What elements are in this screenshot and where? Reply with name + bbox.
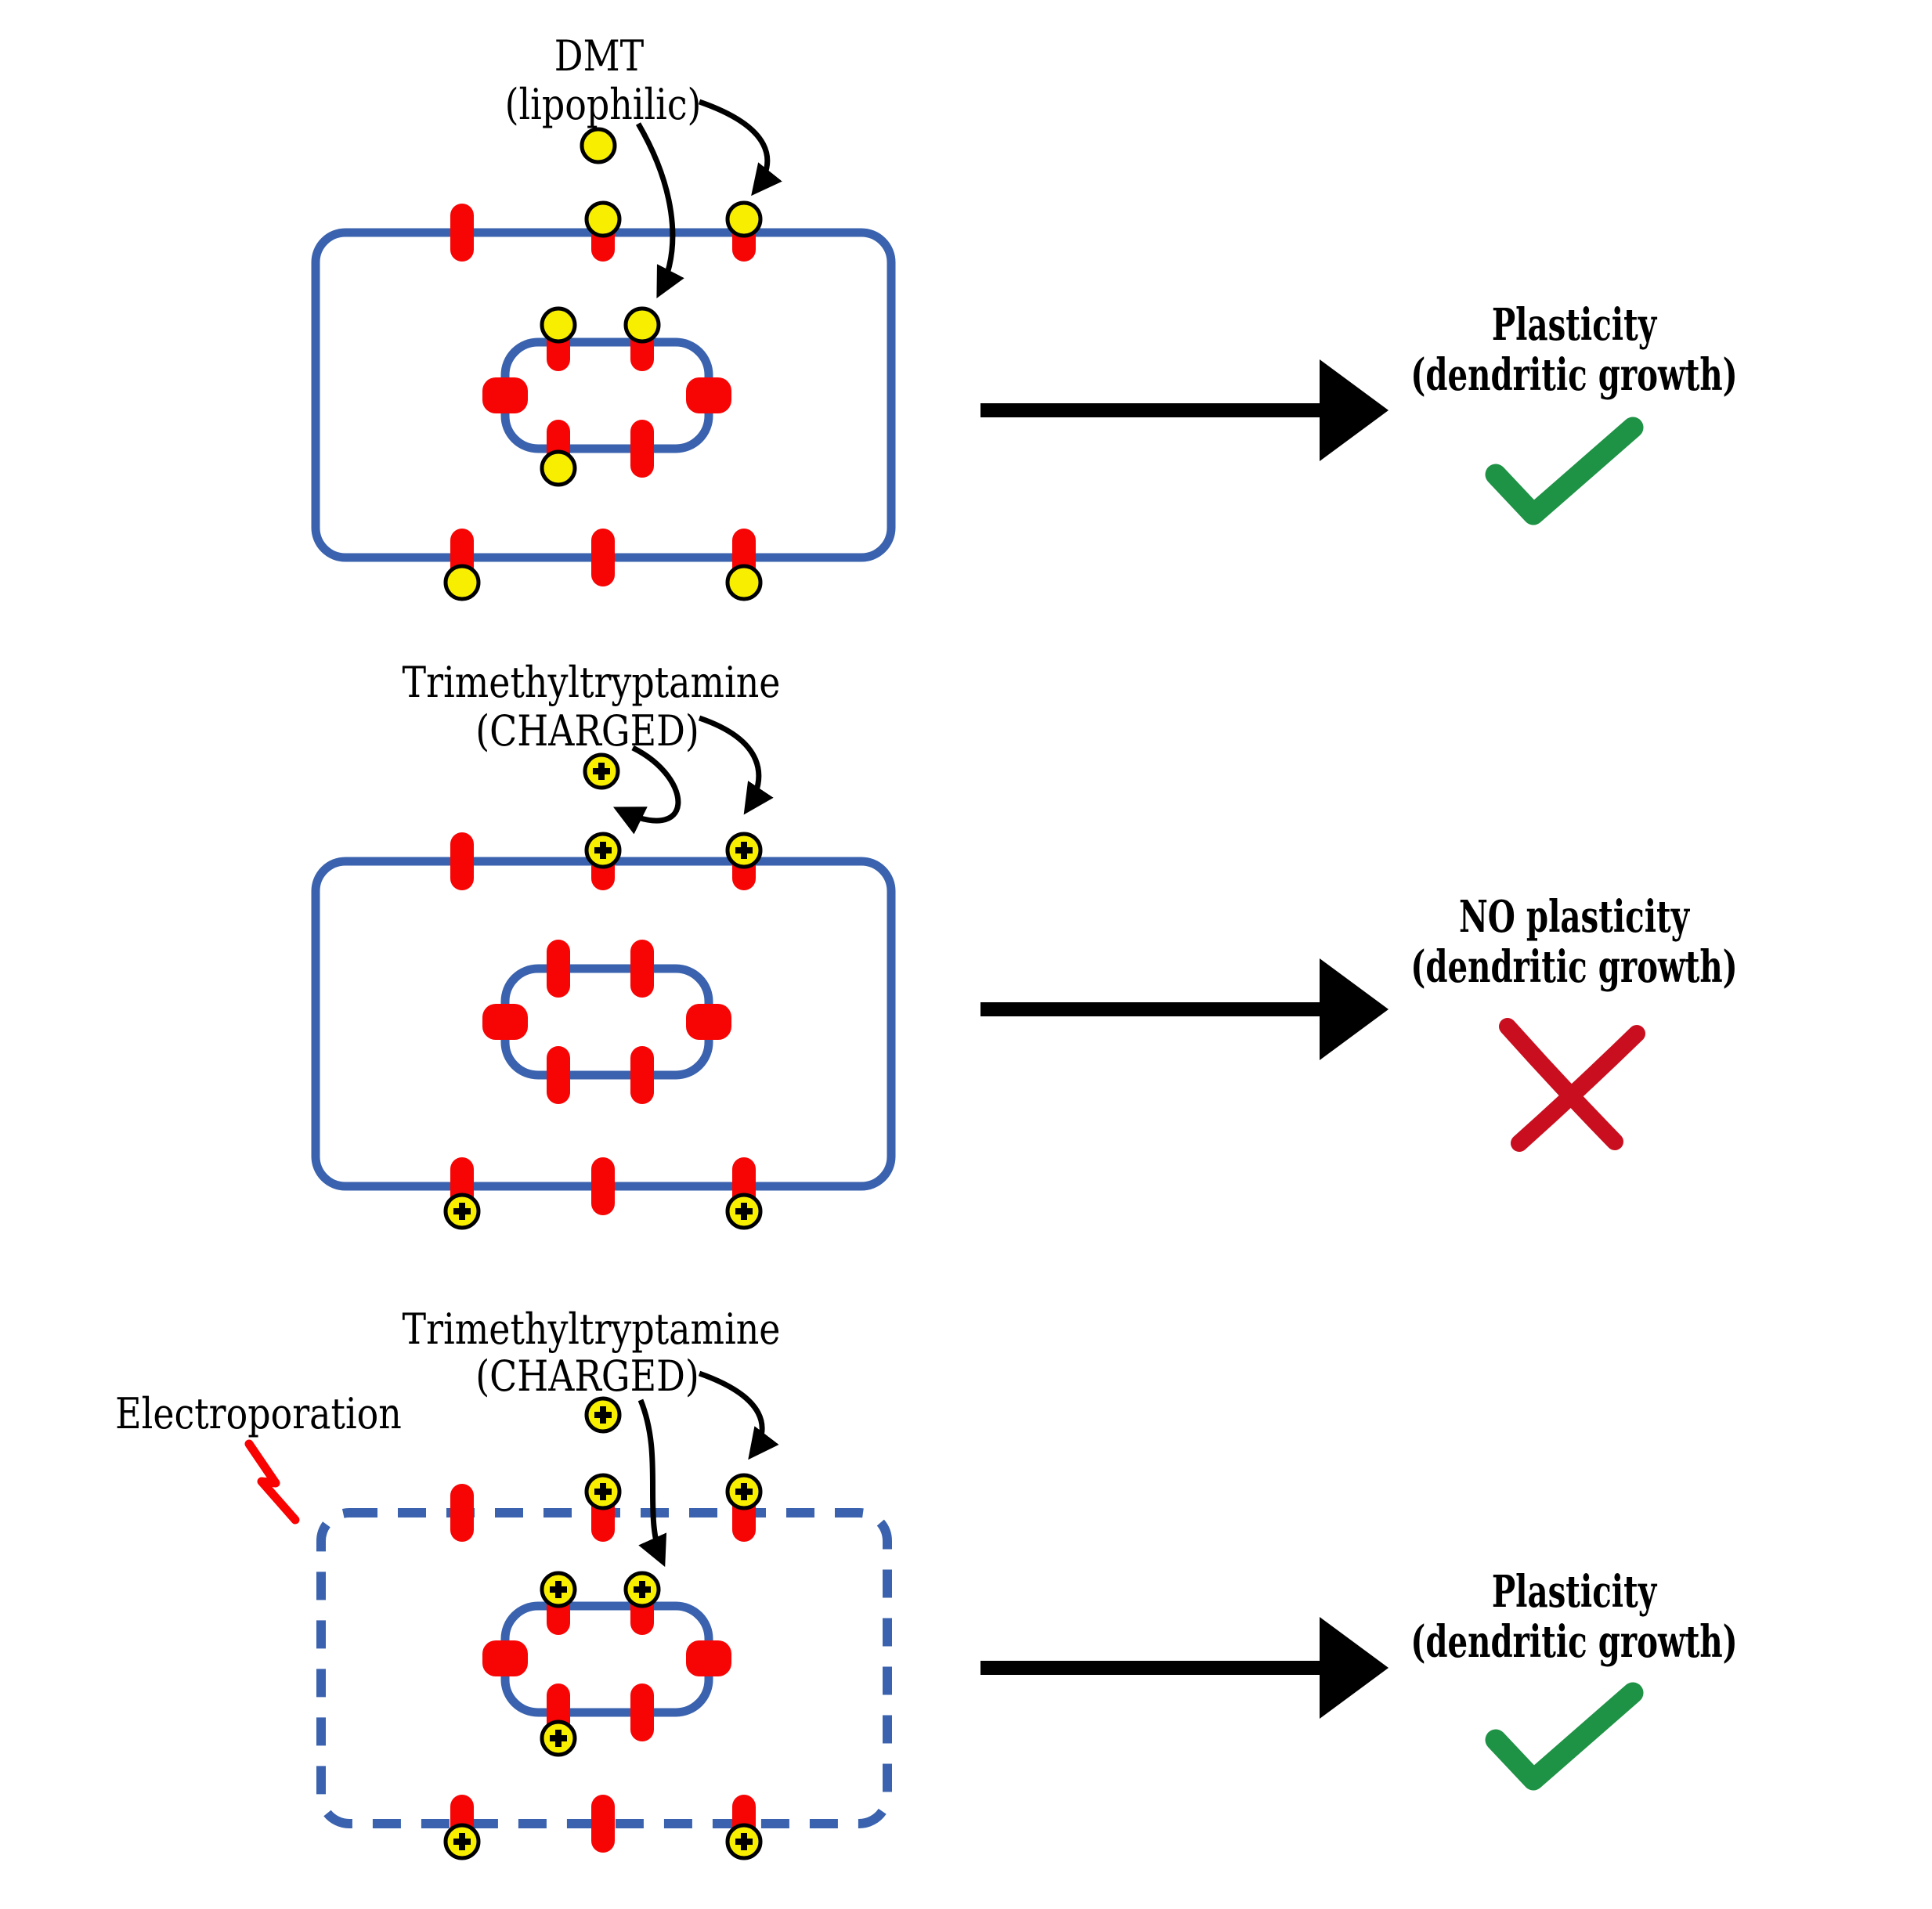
electroporation-label: Electroporation — [115, 1388, 402, 1438]
cell-membrane-permeabilized — [316, 1508, 892, 1828]
receptor — [591, 1157, 615, 1215]
blocked-arrow — [612, 745, 681, 835]
flow-arrow — [980, 1617, 1389, 1719]
receptor — [547, 1046, 570, 1104]
charged-molecule — [587, 1475, 619, 1508]
charged-molecule — [728, 1195, 760, 1228]
dmt-molecule — [587, 203, 619, 236]
receptor — [450, 204, 474, 262]
molecule-label-line2: (CHARGED) — [475, 706, 699, 756]
organelle-membrane — [500, 337, 713, 453]
cross-icon — [1499, 1018, 1645, 1152]
charged-molecule — [542, 1722, 575, 1755]
dmt-molecule — [728, 203, 760, 236]
lightning-icon — [244, 1439, 300, 1525]
receptor — [630, 420, 654, 478]
charged-molecule — [587, 834, 619, 867]
receptor — [686, 1640, 731, 1676]
charged-molecule — [446, 1195, 478, 1228]
check-icon — [1485, 417, 1644, 525]
flow-arrow — [980, 359, 1389, 461]
charged-molecule — [446, 1825, 478, 1858]
receptor — [482, 1004, 528, 1040]
charged-molecule — [728, 1825, 760, 1858]
panel-electroporation: Trimethyltryptamine (CHARGED) Electropor… — [115, 1304, 1738, 1858]
panel-dmt: DMT (lipophilic) Plasticity (dendritic g… — [311, 31, 1738, 599]
dmt-molecule — [626, 309, 659, 341]
charged-molecule — [626, 1573, 659, 1606]
result-line2: (dendritic growth) — [1410, 1615, 1737, 1668]
molecule-label-line1: DMT — [554, 31, 644, 81]
molecule-label-line1: Trimethyltryptamine — [403, 657, 781, 707]
flow-arrow — [980, 958, 1389, 1060]
cell-membrane — [311, 857, 896, 1191]
result-line1: Plasticity — [1492, 298, 1658, 351]
result-line2: (dendritic growth) — [1410, 940, 1737, 993]
entry-arrow — [637, 1398, 667, 1568]
organelle-membrane — [500, 964, 713, 1080]
entry-arrow — [698, 715, 774, 815]
receptor — [482, 377, 528, 413]
charged-molecule — [542, 1573, 575, 1606]
receptor — [547, 940, 570, 998]
receptor — [686, 1004, 731, 1040]
receptor — [630, 940, 654, 998]
dmt-molecule — [728, 566, 760, 599]
entry-arrow — [698, 99, 782, 197]
organelle-membrane — [500, 1601, 713, 1717]
dmt-molecule — [542, 452, 575, 485]
charged-molecule — [728, 834, 760, 867]
receptor — [630, 1046, 654, 1104]
molecule-label-line2: (CHARGED) — [475, 1351, 699, 1401]
result-line2: (dendritic growth) — [1410, 348, 1737, 401]
dmt-molecule — [542, 309, 575, 341]
receptor — [450, 832, 474, 890]
result-line1: Plasticity — [1492, 1565, 1658, 1618]
entry-arrow — [635, 122, 684, 298]
entry-arrow — [698, 1370, 779, 1460]
result-line1: NO plasticity — [1459, 890, 1691, 943]
receptor — [591, 1795, 615, 1853]
panel-charged: Trimethyltryptamine (CHARGED) NO plastic… — [311, 657, 1738, 1228]
receptor — [630, 1683, 654, 1741]
receptor — [686, 377, 731, 413]
charged-molecule — [728, 1475, 760, 1508]
molecule-label-line1: Trimethyltryptamine — [403, 1304, 781, 1354]
check-icon — [1485, 1682, 1644, 1791]
molecule-label-line2: (lipophilic) — [505, 79, 702, 129]
receptor — [591, 529, 615, 586]
charged-molecule — [587, 1398, 619, 1431]
dmt-molecule — [446, 566, 478, 599]
receptor — [482, 1640, 528, 1676]
dmt-molecule — [582, 129, 615, 162]
receptor — [450, 1484, 474, 1542]
cell-membrane — [311, 228, 896, 562]
charged-molecule — [585, 755, 618, 788]
